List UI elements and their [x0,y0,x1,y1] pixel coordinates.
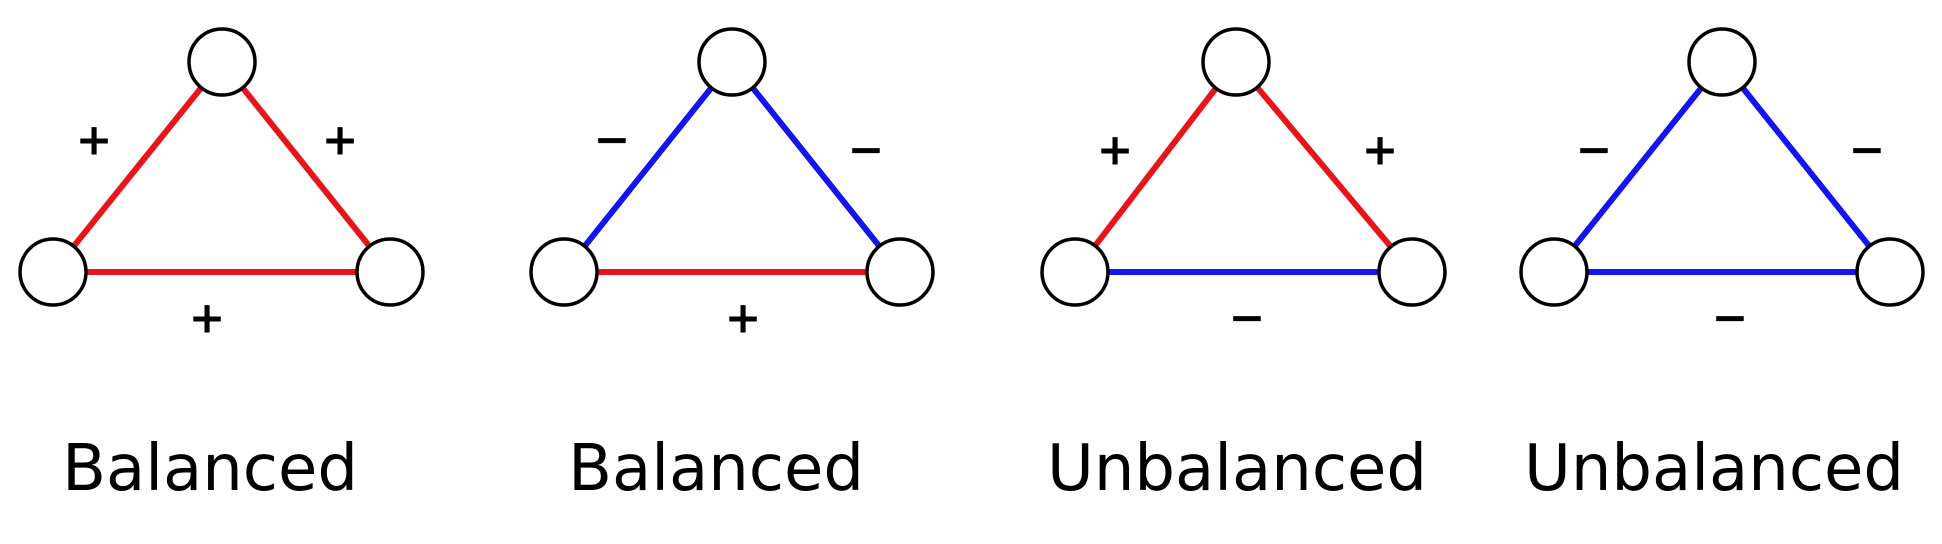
edge-sign-right: − [848,125,885,176]
edge-sign-left: − [1576,125,1613,176]
edge-sign-bottom: + [189,293,226,344]
node-left [1040,237,1110,307]
edge-sign-left: − [594,115,631,166]
triad-1: + + + Balanced [18,27,425,506]
node-right [355,237,425,307]
node-right [1377,237,1447,307]
triad-label: Balanced [568,432,864,506]
node-top [187,27,257,97]
edge-sign-left: + [1097,125,1134,176]
edge-right-negative [1719,60,1893,274]
edge-sign-right: + [1362,125,1399,176]
edge-left-positive [50,60,225,274]
node-top [1687,27,1757,97]
triad-label: Balanced [62,432,358,506]
node-top [697,27,767,97]
edge-right-negative [729,60,903,274]
triad-2: − − + Balanced [529,27,935,506]
edge-sign-right: − [1849,125,1886,176]
edge-sign-bottom: − [1712,293,1749,344]
node-left [529,237,599,307]
edge-left-negative [1551,60,1725,274]
edge-left-positive [1072,60,1239,274]
edge-left-negative [561,60,735,274]
edge-right-positive [219,60,393,274]
edge-sign-bottom: + [725,293,762,344]
node-right [1855,237,1925,307]
node-right [865,237,935,307]
node-left [1519,237,1589,307]
edge-sign-left: + [76,115,113,166]
edge-sign-right: + [322,115,359,166]
edge-sign-bottom: − [1229,293,1266,344]
triad-label: Unbalanced [1524,432,1904,506]
node-top [1201,27,1271,97]
triad-label: Unbalanced [1047,432,1427,506]
edge-right-positive [1233,60,1415,274]
triad-3: + + − Unbalanced [1040,27,1447,506]
node-left [18,237,88,307]
triad-4: − − − Unbalanced [1519,27,1925,506]
